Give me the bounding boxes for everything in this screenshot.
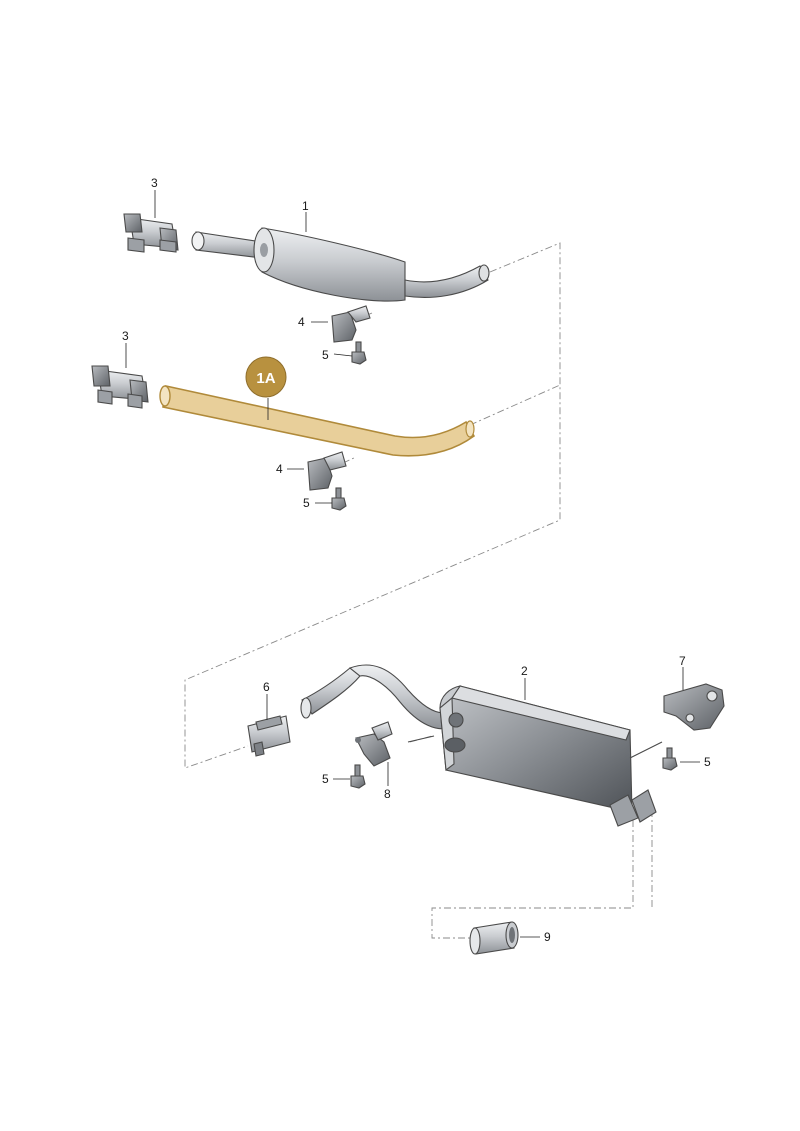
part-8-hanger-bracket[interactable] (355, 721, 393, 767)
part-5-bolt-right[interactable] (662, 747, 678, 771)
part-5-bolt-lower-left[interactable] (350, 764, 366, 789)
callout-3-mid: 3 (122, 329, 129, 343)
part-6-clamp-sleeve[interactable] (247, 715, 291, 757)
part-1a-intermediate-pipe-highlighted[interactable] (159, 385, 476, 457)
part-7-rear-mount-bracket[interactable] (663, 683, 725, 731)
part-4-rubber-mount-mid[interactable] (307, 451, 347, 491)
part-4-rubber-mount-top[interactable] (331, 305, 371, 343)
callout-5-top: 5 (322, 348, 329, 362)
callout-7: 7 (679, 654, 686, 668)
part-3-clamp-mid[interactable] (91, 365, 149, 409)
callout-1a-text: 1A (256, 370, 275, 387)
callout-6: 6 (263, 680, 270, 694)
part-5-bolt-mid[interactable] (331, 487, 347, 511)
part-3-clamp-top[interactable] (123, 213, 179, 253)
callout-4-mid: 4 (276, 462, 283, 476)
part-1-center-muffler-pipe[interactable] (191, 227, 490, 302)
callout-5-right: 5 (704, 755, 711, 769)
part-2-rear-muffler[interactable] (300, 664, 663, 827)
callout-1: 1 (302, 199, 309, 213)
assembly-guide-lines (184, 242, 653, 939)
callout-2: 2 (521, 664, 528, 678)
callout-5-mid: 5 (303, 496, 310, 510)
callout-4-top: 4 (298, 315, 305, 329)
callout-3-top: 3 (151, 176, 158, 190)
callout-1a-badge: 1A (245, 356, 287, 398)
part-9-tailpipe-tip[interactable] (469, 921, 519, 955)
part-5-bolt-top[interactable] (351, 341, 367, 365)
callout-8: 8 (384, 787, 391, 801)
callout-5-lower-left: 5 (322, 772, 329, 786)
callout-9: 9 (544, 930, 551, 944)
leader-lines (125, 190, 700, 938)
